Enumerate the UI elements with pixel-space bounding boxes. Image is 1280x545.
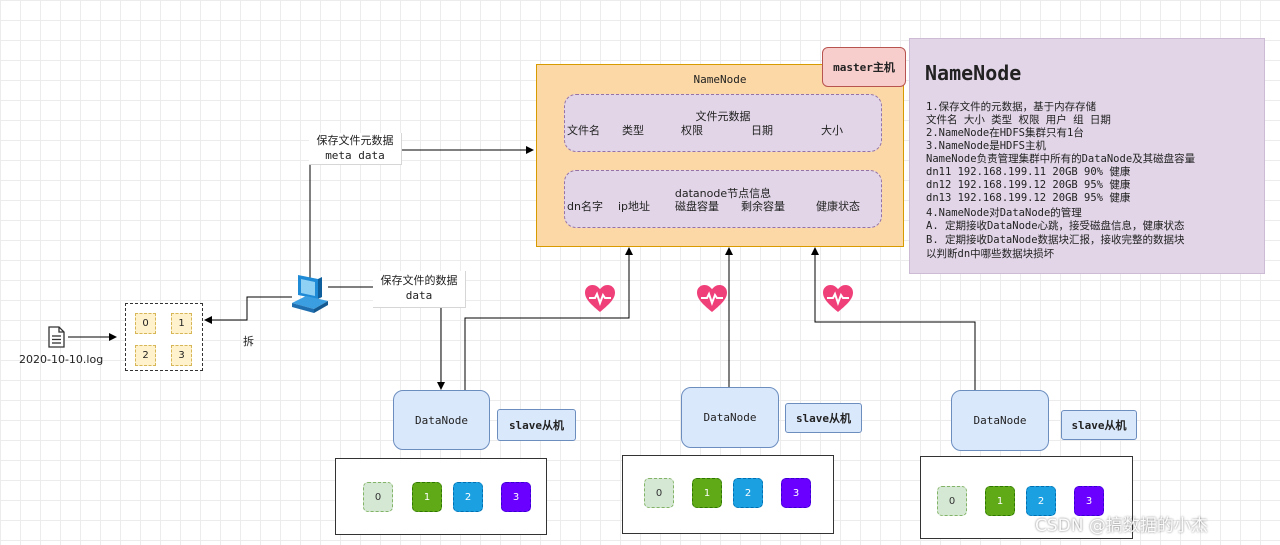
slave-tag-1: slave从机	[497, 409, 576, 441]
namenode-box: NameNode 文件元数据 文件名 类型 权限 日期 大小 datanode节…	[536, 64, 904, 247]
dn-field-name: dn名字	[567, 200, 603, 213]
block-3: 3	[501, 482, 531, 512]
metadata-section: 文件元数据 文件名 类型 权限 日期 大小	[564, 94, 882, 152]
datanode-2: DataNode	[681, 387, 779, 448]
info-line-6: dn11 192.168.199.11 20GB 90% 健康	[926, 166, 1131, 178]
log-file-name: 2020-10-10.log	[19, 353, 104, 366]
dn-field-remaining: 剩余容量	[741, 200, 785, 213]
metadata-field-size: 大小	[821, 124, 843, 137]
block-0: 0	[363, 482, 393, 512]
metadata-field-date: 日期	[751, 124, 773, 137]
metadata-field-filename: 文件名	[567, 124, 600, 137]
info-line-10: A. 定期接收DataNode心跳，接受磁盘信息，健康状态	[926, 220, 1185, 232]
info-line-5: NameNode负责管理集群中所有的DataNode及其磁盘容量	[926, 153, 1196, 165]
split-block-2: 2	[135, 345, 156, 366]
block-2: 2	[453, 482, 483, 512]
heartbeat-icon	[584, 284, 616, 314]
split-block-0: 0	[135, 313, 156, 334]
meta-data-label: 保存文件元数据 meta data	[309, 133, 402, 165]
info-line-12: 以判断dn中哪些数据块损坏	[926, 248, 1055, 260]
meta-data-label-cn: 保存文件元数据	[316, 134, 394, 147]
datanode-2-storage: 0 1 2 3	[622, 455, 834, 534]
info-line-11: B. 定期接收DataNode数据块汇报，接收完整的数据块	[926, 234, 1185, 246]
arrow-dn3-to-namenode	[811, 247, 976, 390]
dn-field-health: 健康状态	[816, 200, 860, 213]
info-panel-title: NameNode	[925, 61, 1022, 85]
arrow-dn1-to-namenode	[464, 247, 633, 390]
metadata-field-type: 类型	[622, 124, 644, 137]
info-line-9: 4.NameNode对DataNode的管理	[926, 207, 1082, 219]
dn-field-ip: ip地址	[618, 200, 651, 213]
info-line-2: 文件名 大小 类型 权限 用户 组 日期	[926, 114, 1111, 126]
block-1: 1	[692, 478, 722, 508]
datanode-info-title: datanode节点信息	[674, 187, 772, 200]
metadata-field-permission: 权限	[681, 124, 703, 137]
arrow-computer-to-blocks	[204, 296, 292, 324]
file-icon	[48, 326, 65, 348]
namenode-title: NameNode	[693, 73, 747, 86]
datanode-info-section: datanode节点信息 dn名字 ip地址 磁盘容量 剩余容量 健康状态	[564, 170, 882, 228]
datanode-3-storage: 0 1 2 3	[920, 456, 1133, 539]
datanode-1-storage: 0 1 2 3	[335, 458, 547, 535]
slave-tag-2: slave从机	[785, 403, 862, 433]
split-block-1: 1	[171, 313, 192, 334]
dn-field-disk-capacity: 磁盘容量	[675, 200, 719, 213]
computer-icon	[290, 273, 330, 317]
block-1: 1	[985, 486, 1015, 516]
meta-data-label-en: meta data	[325, 149, 385, 162]
master-tag: master主机	[822, 47, 906, 87]
info-line-8: dn13 192.168.199.12 20GB 95% 健康	[926, 192, 1131, 204]
info-line-3: 2.NameNode在HDFS集群只有1台	[926, 127, 1084, 139]
block-0: 0	[937, 486, 967, 516]
info-line-7: dn12 192.168.199.12 20GB 95% 健康	[926, 179, 1131, 191]
datanode-1: DataNode	[393, 390, 490, 450]
datanode-3: DataNode	[951, 390, 1049, 451]
watermark: CSDN @搞数据的小杰	[1035, 516, 1208, 536]
block-0: 0	[644, 478, 674, 508]
info-line-4: 3.NameNode是HDFS主机	[926, 140, 1047, 152]
heartbeat-icon	[822, 284, 854, 314]
data-label-en: data	[405, 289, 433, 302]
metadata-section-title: 文件元数据	[695, 110, 751, 123]
block-2: 2	[1026, 486, 1056, 516]
data-label: 保存文件的数据 data	[373, 271, 466, 308]
info-line-1: 1.保存文件的元数据，基于内存存储	[926, 101, 1097, 113]
block-1: 1	[412, 482, 442, 512]
heartbeat-icon	[696, 284, 728, 314]
block-3: 3	[1074, 486, 1104, 516]
split-blocks-frame: 0 1 2 3	[125, 303, 203, 371]
block-2: 2	[733, 478, 763, 508]
block-3: 3	[781, 478, 811, 508]
data-label-cn: 保存文件的数据	[380, 274, 458, 287]
namenode-info-panel: NameNode 1.保存文件的元数据，基于内存存储 文件名 大小 类型 权限 …	[909, 38, 1265, 274]
split-label: 拆	[243, 335, 254, 348]
slave-tag-3: slave从机	[1061, 410, 1137, 440]
arrow-meta-to-namenode	[309, 146, 534, 278]
split-block-3: 3	[171, 345, 192, 366]
